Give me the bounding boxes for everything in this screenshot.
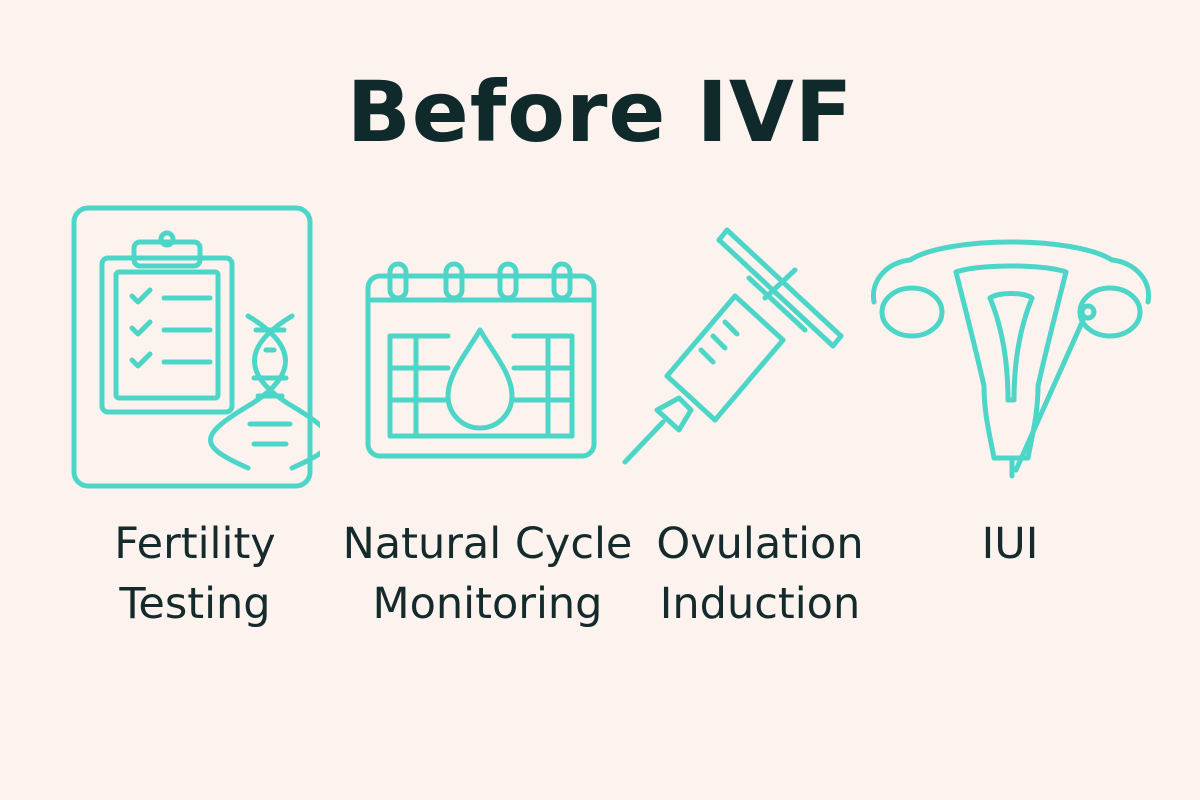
- step-label-iui: IUI: [981, 519, 1039, 569]
- calendar-drop-icon: [360, 200, 600, 500]
- step-label-ovulation-induction: Ovulation Induction: [656, 519, 864, 629]
- step-label-fertility-testing: Fertility Testing: [114, 519, 276, 629]
- page-title: Before IVF: [346, 63, 854, 161]
- step-label-natural-cycle-monitoring: Natural Cycle Monitoring: [342, 519, 633, 629]
- syringe-icon: [615, 200, 845, 500]
- clipboard-dna-icon: [70, 200, 320, 500]
- uterus-catheter-icon: [858, 200, 1164, 500]
